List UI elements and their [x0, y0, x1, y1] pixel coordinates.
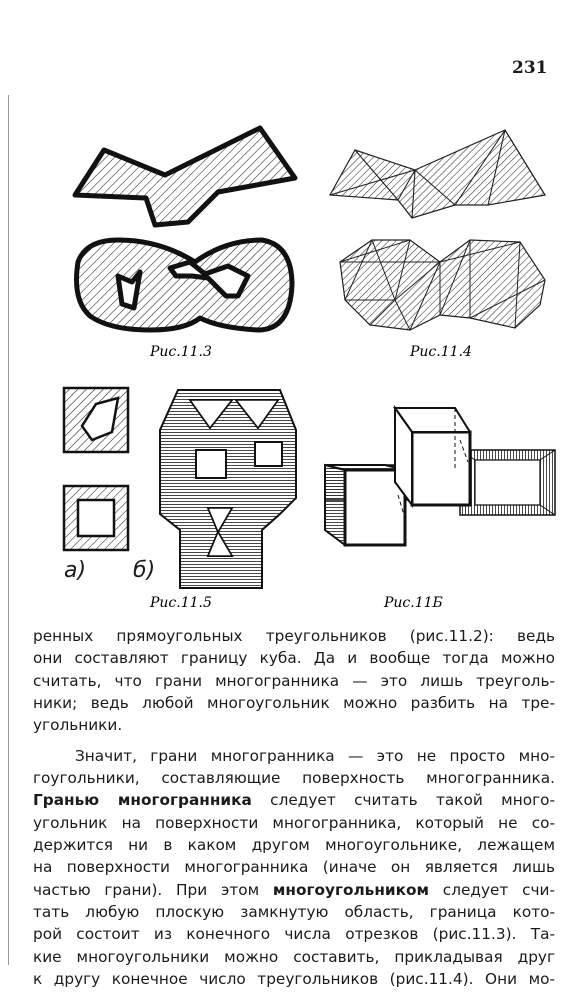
text-fragment: следует считать такой много- — [251, 791, 555, 810]
caption-fig-11-5: Рис.11.5 — [149, 595, 212, 611]
text-fragment: следует счи- — [429, 880, 556, 899]
fig-11-6-cube-structure — [324, 404, 556, 547]
caption-fig-11-3: Рис.11.3 — [149, 344, 212, 360]
text-fragment: частью грани). При этом — [33, 880, 273, 899]
text-line: рой состоит из конечного числа отрезков … — [33, 925, 555, 944]
text-line: к другу конечное число треугольников (ри… — [33, 970, 555, 989]
text-line: угольники. — [33, 716, 123, 735]
text-line: частью грани). При этом многоугольником … — [33, 879, 555, 901]
sublabel-a: а) — [64, 558, 87, 583]
text-line: угольник на поверхности многогранника, к… — [33, 813, 555, 832]
margin-rule — [8, 95, 9, 965]
text-line: они составляют границу куба. Да и вообще… — [33, 649, 555, 668]
fig-11-4-top-triangulated — [329, 129, 546, 219]
text-line: ренных прямоугольных треугольников (рис.… — [33, 627, 555, 645]
text-line: тать любую плоскую замкнутую область, гр… — [33, 903, 555, 922]
text-line: ники; ведь любой многоугольник можно раз… — [33, 694, 555, 713]
fig-11-3-bottom-polygon-with-holes — [74, 237, 295, 333]
fig-11-5a-square-with-hole — [62, 386, 130, 454]
caption-fig-11-4: Рис.11.4 — [409, 344, 472, 360]
term-face-of-polyhedron: Гранью многогранника — [33, 791, 252, 810]
sublabel-b: б) — [133, 558, 156, 583]
fig-11-5b-face-figure — [159, 389, 297, 589]
fig-11-5a-square-frame — [62, 484, 130, 552]
fig-11-3-top-polygon — [72, 125, 298, 228]
body-text: ренных прямоугольных треугольников (рис.… — [33, 625, 555, 991]
text-line: Гранью многогранника следует считать так… — [33, 789, 555, 811]
page-number: 231 — [512, 58, 548, 78]
text-line: кие многоугольники можно составить, прик… — [33, 947, 555, 966]
fig-11-4-bottom-triangulated — [339, 239, 546, 331]
caption-fig-11-6: Рис.11Б — [383, 595, 443, 611]
figures-svg: Рис.11.3 — [62, 125, 556, 611]
text-line: держится ни в каком другом многоугольник… — [33, 836, 555, 855]
text-line: на поверхности многогранника (иначе он я… — [33, 858, 555, 877]
term-polygon: многоугольником — [272, 880, 430, 899]
text-line: Значит, грани многогранника — это не про… — [75, 746, 555, 765]
text-line: считать, что грани многогранника — это л… — [33, 671, 555, 690]
text-line: гоугольники, составляющие поверхность мн… — [33, 769, 555, 788]
